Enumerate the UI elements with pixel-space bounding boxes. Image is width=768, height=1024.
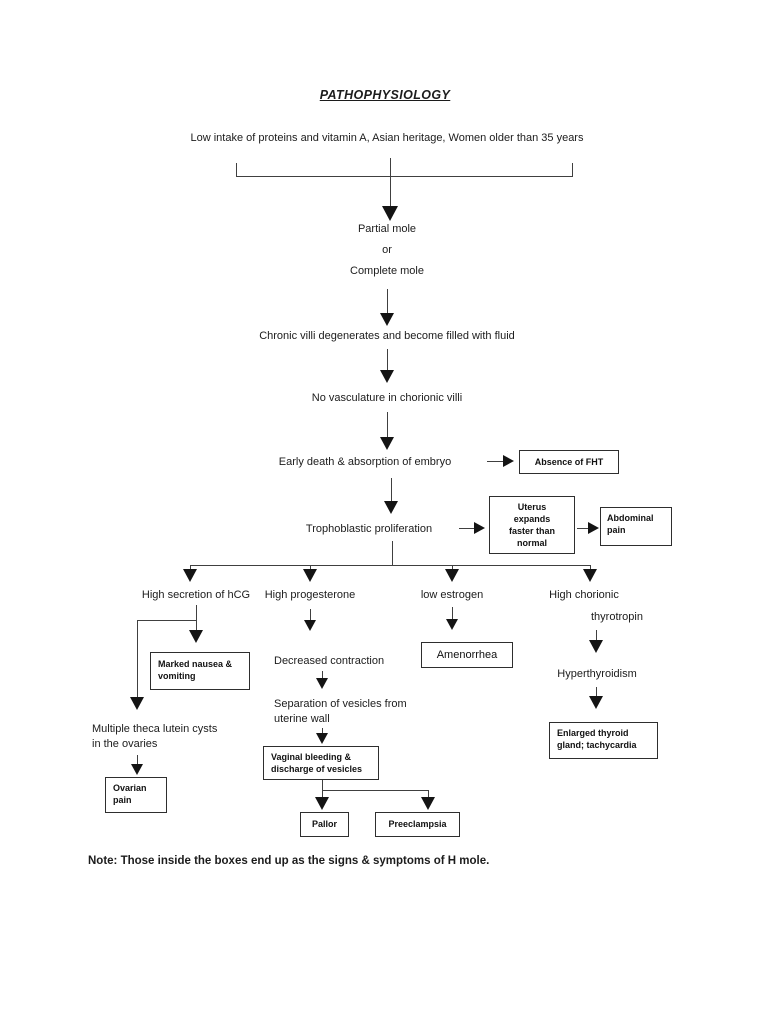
flow-line (428, 790, 429, 798)
node-no-vasculature: No vasculature in chorionic villi (311, 392, 463, 404)
box-vaginal-bleeding: Vaginal bleeding & discharge of vesicles (263, 746, 379, 780)
arrowhead-down-icon (589, 640, 603, 653)
bracket-right-tick (572, 163, 573, 176)
arrowhead-down-icon (303, 569, 317, 582)
branch-drop-line (310, 565, 311, 570)
node-low-estrogen: low estrogen (420, 589, 484, 601)
flow-line (387, 412, 388, 438)
box-enlarged-thyroid: Enlarged thyroid gland; tachycardia (549, 722, 658, 759)
arrowhead-down-icon (384, 501, 398, 514)
flow-line (310, 609, 311, 621)
node-decreased-contraction: Decreased contraction (274, 655, 385, 667)
flow-line (596, 630, 597, 641)
arrowhead-down-icon (421, 797, 435, 810)
branch-stem-line (392, 541, 393, 565)
branch-drop-line (190, 565, 191, 570)
page-title: PATHOPHYSIOLOGY (319, 88, 451, 102)
box-amenorrhea: Amenorrhea (421, 642, 513, 668)
box-preeclampsia: Preeclampsia (375, 812, 460, 837)
arrowhead-right-icon (588, 522, 599, 534)
flow-line (322, 671, 323, 679)
arrowhead-down-icon (183, 569, 197, 582)
flow-line (322, 780, 323, 790)
bracket-line (236, 176, 573, 177)
node-high-chorionic: High chorionic (549, 589, 619, 601)
box-marked-nausea: Marked nausea & vomiting (150, 652, 250, 690)
flow-line (459, 528, 475, 529)
box-absence-of-fht: Absence of FHT (519, 450, 619, 474)
arrowhead-right-icon (474, 522, 485, 534)
elbow-line (137, 620, 138, 698)
box-ovarian-pain: Ovarian pain (105, 777, 167, 813)
node-thyrotropin: thyrotropin (591, 611, 643, 623)
split-crossbar-line (322, 790, 429, 791)
node-high-hcg: High secretion of hCG (141, 589, 251, 601)
flow-line (387, 349, 388, 371)
flow-line (391, 478, 392, 502)
flow-line (137, 755, 138, 765)
node-hyperthyroidism: Hyperthyroidism (557, 668, 637, 680)
arrowhead-down-icon (446, 619, 458, 630)
arrowhead-down-icon (130, 697, 144, 710)
arrowhead-down-icon (304, 620, 316, 631)
branch-crossbar-line (190, 565, 590, 566)
flow-line (577, 528, 589, 529)
flow-line (322, 790, 323, 798)
box-pallor: Pallor (300, 812, 349, 837)
arrowhead-down-icon (589, 696, 603, 709)
flow-line (452, 607, 453, 620)
box-uterus-expands: Uterus expands faster than normal (489, 496, 575, 554)
flow-line (196, 605, 197, 620)
arrowhead-down-icon (445, 569, 459, 582)
arrowhead-right-icon (503, 455, 514, 467)
arrowhead-down-icon (131, 764, 143, 775)
flow-line (387, 289, 388, 314)
node-separation-vesicles: Separation of vesicles from uterine wall (274, 698, 407, 725)
node-trophoblastic: Trophoblastic proliferation (305, 523, 433, 535)
arrowhead-down-icon (189, 630, 203, 643)
flow-line (487, 461, 504, 462)
flow-line (196, 620, 197, 631)
node-risk-factors: Low intake of proteins and vitamin A, As… (190, 132, 584, 144)
node-high-progesterone: High progesterone (264, 589, 356, 601)
arrowhead-down-icon (380, 437, 394, 450)
flow-line (596, 687, 597, 697)
branch-drop-line (452, 565, 453, 570)
footnote: Note: Those inside the boxes end up as t… (88, 855, 490, 867)
arrowhead-down-icon (315, 797, 329, 810)
node-chronic-villi: Chronic villi degenerates and become fil… (259, 330, 515, 342)
arrowhead-down-icon (316, 733, 328, 744)
box-abdominal-pain: Abdominal pain (600, 507, 672, 546)
node-early-death: Early death & absorption of embryo (278, 456, 452, 468)
flow-line (322, 728, 323, 734)
node-mole-types: Partial mole or Complete mole (350, 223, 424, 277)
bracket-stem-line (390, 158, 391, 207)
arrowhead-down-icon (380, 370, 394, 383)
node-theca-lutein-cysts: Multiple theca lutein cysts in the ovari… (92, 723, 218, 750)
elbow-line (137, 620, 197, 621)
branch-drop-line (590, 565, 591, 570)
arrowhead-down-icon (382, 206, 398, 221)
arrowhead-down-icon (380, 313, 394, 326)
bracket-left-tick (236, 163, 237, 176)
arrowhead-down-icon (316, 678, 328, 689)
arrowhead-down-icon (583, 569, 597, 582)
